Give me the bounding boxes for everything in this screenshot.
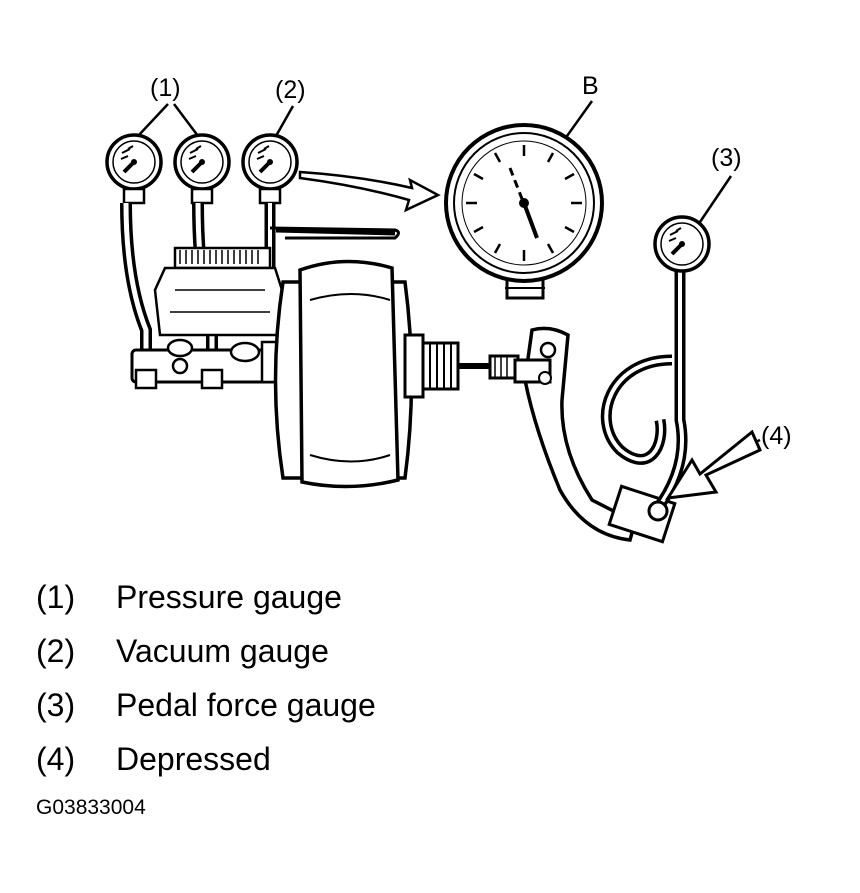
- pedal-force-gauge: [600, 215, 711, 522]
- master-cylinder: [130, 246, 286, 390]
- legend-item: (2) Vacuum gauge: [36, 624, 376, 678]
- brake-booster: [273, 259, 520, 489]
- pressure-gauge-left: [105, 133, 163, 370]
- legend-text: Depressed: [116, 740, 271, 777]
- legend-number: (4): [36, 740, 76, 777]
- legend-text: Vacuum gauge: [116, 632, 329, 669]
- large-vacuum-gauge-b: [444, 123, 604, 300]
- legend-number: (3): [36, 686, 76, 723]
- legend-item: (3) Pedal force gauge: [36, 678, 376, 732]
- callout-b: B: [582, 72, 599, 100]
- legend-number: (1): [36, 578, 76, 615]
- depressed-arrow: [665, 429, 762, 500]
- legend-text: Pedal force gauge: [116, 686, 376, 723]
- callout-3: (3): [711, 144, 742, 172]
- brake-booster-test-diagram: [105, 100, 762, 544]
- legend: (1) Pressure gauge (2) Vacuum gauge (3) …: [36, 570, 376, 786]
- callout-2: (2): [275, 76, 306, 104]
- legend-number: (2): [36, 632, 76, 669]
- callout-1: (1): [150, 74, 181, 102]
- legend-text: Pressure gauge: [116, 578, 342, 615]
- figure-code: G03833004: [36, 796, 146, 819]
- legend-item: (4) Depressed: [36, 732, 376, 786]
- curved-arrow: [298, 170, 441, 213]
- legend-item: (1) Pressure gauge: [36, 570, 376, 624]
- callout-4: (4): [761, 422, 792, 450]
